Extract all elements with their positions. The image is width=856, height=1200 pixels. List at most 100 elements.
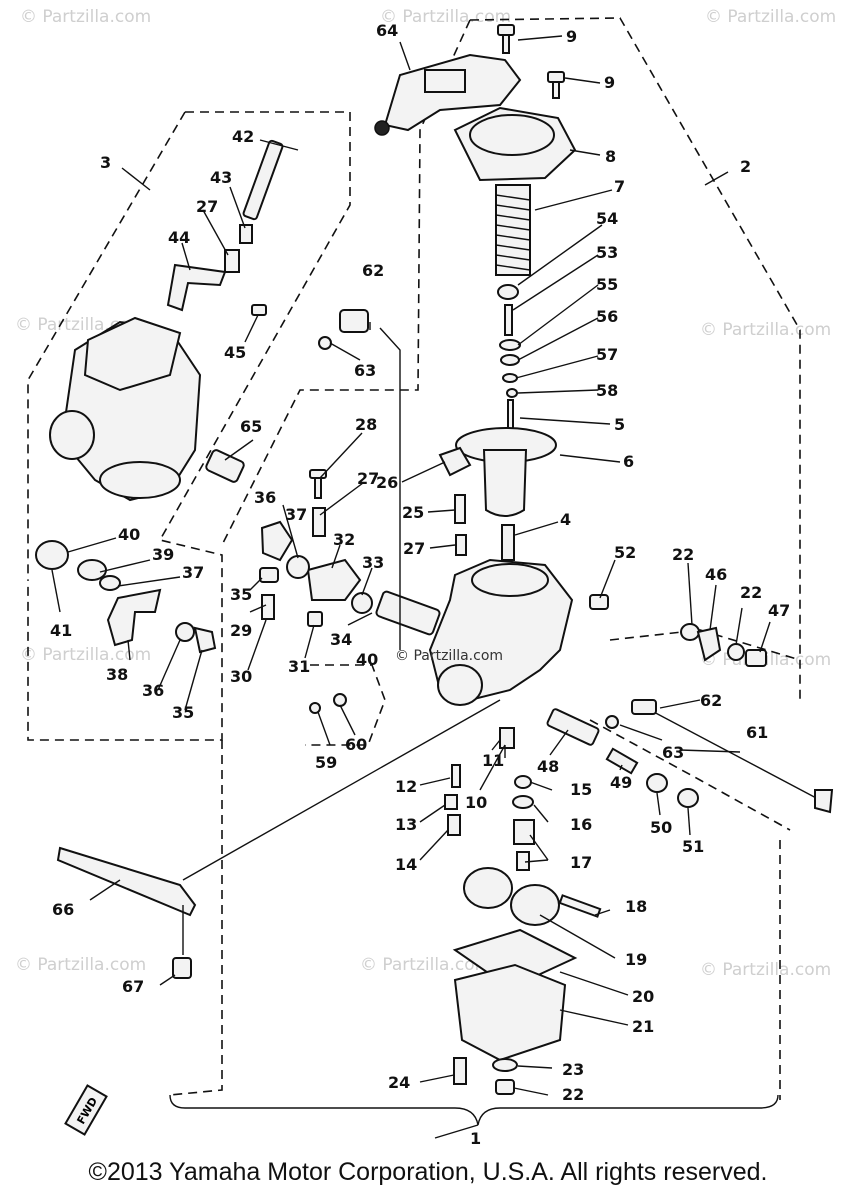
- washer: [512, 795, 534, 809]
- callout-61: 61: [746, 723, 768, 742]
- callout-67: 67: [122, 977, 144, 996]
- callout-13: 13: [395, 815, 417, 834]
- callout-3: 3: [100, 153, 111, 172]
- callout-19: 19: [625, 950, 647, 969]
- choke-subgroup-outline: [589, 719, 791, 831]
- callout-18: 18: [625, 897, 647, 916]
- piston-body: [482, 449, 528, 517]
- callout-54: 54: [596, 209, 618, 228]
- callout-58: 58: [596, 381, 618, 400]
- plug: [589, 594, 609, 610]
- washer: [502, 373, 518, 383]
- ring: [333, 693, 347, 707]
- shaft: [242, 139, 284, 221]
- bracket-hole: [374, 120, 390, 136]
- callout-55: 55: [596, 275, 618, 294]
- float-pin: [558, 894, 602, 918]
- jet: [499, 727, 515, 749]
- cover-dome: [469, 114, 555, 156]
- callout-62: 62: [700, 691, 722, 710]
- callout-31: 31: [288, 657, 310, 676]
- washer: [492, 1058, 518, 1072]
- pilot-subgroup-outline: [305, 664, 386, 746]
- bracket-stay: [56, 846, 197, 917]
- callout-9: 9: [566, 27, 577, 46]
- washer: [175, 622, 195, 642]
- watermark: © Partzilla.com: [15, 955, 146, 975]
- washer: [506, 388, 518, 398]
- callout-43: 43: [210, 168, 232, 187]
- screw-head: [497, 24, 515, 36]
- pilot-jet: [451, 764, 461, 788]
- callout-52: 52: [614, 543, 636, 562]
- starter-plunger-housing: [306, 558, 362, 601]
- plunger: [546, 708, 600, 746]
- screw: [745, 649, 767, 667]
- watermark: © Partzilla.com: [380, 7, 511, 27]
- clip: [500, 354, 520, 366]
- cap: [646, 773, 668, 793]
- callout-46: 46: [705, 565, 727, 584]
- needle: [309, 702, 321, 714]
- callout-2: 2: [740, 157, 751, 176]
- callout-7: 7: [614, 177, 625, 196]
- screw-shank: [502, 34, 510, 54]
- callout-16: 16: [570, 815, 592, 834]
- callout-14: 14: [395, 855, 417, 874]
- callout-34: 34: [330, 630, 352, 649]
- chamber-opening: [471, 563, 549, 597]
- spring-body: [495, 184, 531, 276]
- callout-50: 50: [650, 818, 672, 837]
- callout-10: 10: [465, 793, 487, 812]
- callout-56: 56: [596, 307, 618, 326]
- callout-30: 30: [230, 667, 252, 686]
- callout-22: 22: [740, 583, 762, 602]
- callout-21: 21: [632, 1017, 654, 1036]
- callout-38: 38: [106, 665, 128, 684]
- callout-26: 26: [376, 473, 398, 492]
- bowl-group-outline: [169, 740, 223, 1096]
- washer: [499, 339, 521, 351]
- callout-60: 60: [345, 735, 367, 754]
- nut: [307, 611, 323, 627]
- callout-66: 66: [52, 900, 74, 919]
- cable-holder: [631, 699, 657, 715]
- watermark: © Partzilla.com: [700, 960, 831, 980]
- callout-4: 4: [560, 510, 571, 529]
- washer: [680, 623, 700, 641]
- center-watermark: © Partzilla.com: [395, 648, 503, 664]
- spring: [261, 594, 275, 620]
- callout-41: 41: [50, 621, 72, 640]
- assembled-carburetor: [49, 316, 202, 502]
- screw: [172, 957, 192, 979]
- float-right: [510, 884, 560, 926]
- callout-45: 45: [224, 343, 246, 362]
- piston-spring: [495, 184, 531, 276]
- linkage-subgroup-outline: [609, 629, 801, 661]
- spring: [455, 534, 467, 556]
- drain-plug: [495, 1079, 515, 1095]
- callout-24: 24: [388, 1073, 410, 1092]
- washer: [286, 555, 310, 579]
- watermark: © Partzilla.com: [360, 955, 491, 975]
- seal: [351, 592, 373, 614]
- bolt: [259, 567, 279, 583]
- callout-32: 32: [333, 530, 355, 549]
- callout-8: 8: [605, 147, 616, 166]
- callout-36: 36: [142, 681, 164, 700]
- callout-27: 27: [196, 197, 218, 216]
- spring: [239, 224, 253, 244]
- main-jet: [447, 814, 461, 836]
- callout-20: 20: [632, 987, 654, 1006]
- pin: [205, 449, 245, 483]
- needle-jet: [501, 524, 515, 561]
- callout-27: 27: [403, 539, 425, 558]
- callout-28: 28: [355, 415, 377, 434]
- callout-39: 39: [152, 545, 174, 564]
- callout-44: 44: [168, 228, 190, 247]
- group-2-outline: [469, 17, 801, 700]
- float-left: [463, 867, 513, 909]
- jet-needle-holder: [504, 304, 513, 336]
- intake-bore: [437, 664, 483, 706]
